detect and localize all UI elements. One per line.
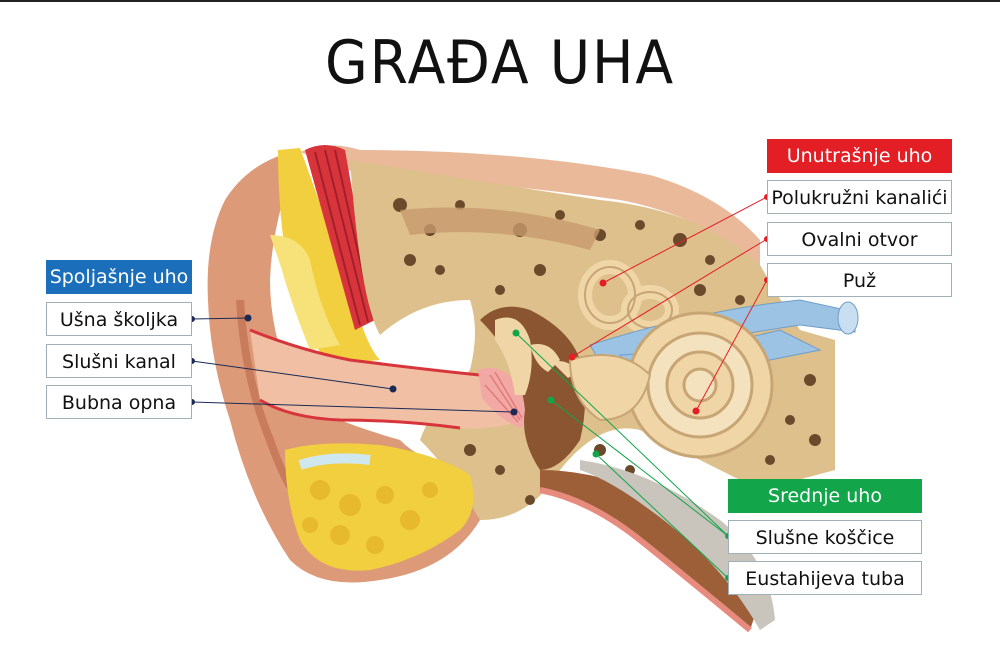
label-slusne-koscice: Slušne koščice [728, 520, 922, 554]
label-bubna-opna: Bubna opna [46, 385, 192, 419]
upper-cartilage-inner [270, 235, 340, 350]
middle-ear-header: Srednje uho [728, 479, 922, 513]
label-polukruzni-kanalici: Polukružni kanalići [767, 180, 952, 214]
label-ovalni-otvor: Ovalni otvor [767, 222, 952, 256]
page-title: GRAĐA UHA [324, 28, 676, 98]
leader-line-slusni-kanal [191, 360, 394, 390]
leader-line-polukruzni [602, 196, 768, 284]
leader-line-usna-skoljka [191, 317, 249, 320]
leader-line-ovalni-otvor [571, 238, 768, 358]
leader-line-bubna-opna [191, 401, 515, 413]
outer-ear-header: Spoljašnje uho [46, 260, 192, 294]
leader-line-koscice-1 [515, 332, 729, 537]
label-puz: Puž [767, 263, 952, 297]
leader-line-eustahijeva [595, 453, 729, 579]
dura-band [400, 207, 600, 250]
leader-line-puz [695, 279, 768, 412]
label-slusni-kanal: Slušni kanal [46, 344, 192, 378]
label-usna-skoljka: Ušna školjka [46, 302, 192, 336]
cochlea [626, 311, 774, 459]
label-eustahijeva-tuba: Eustahijeva tuba [728, 561, 922, 595]
ear-canal [250, 330, 520, 429]
leader-line-koscice-2 [550, 399, 729, 537]
top-border [0, 0, 1000, 2]
inner-ear-header: Unutrašnje uho [767, 139, 952, 173]
